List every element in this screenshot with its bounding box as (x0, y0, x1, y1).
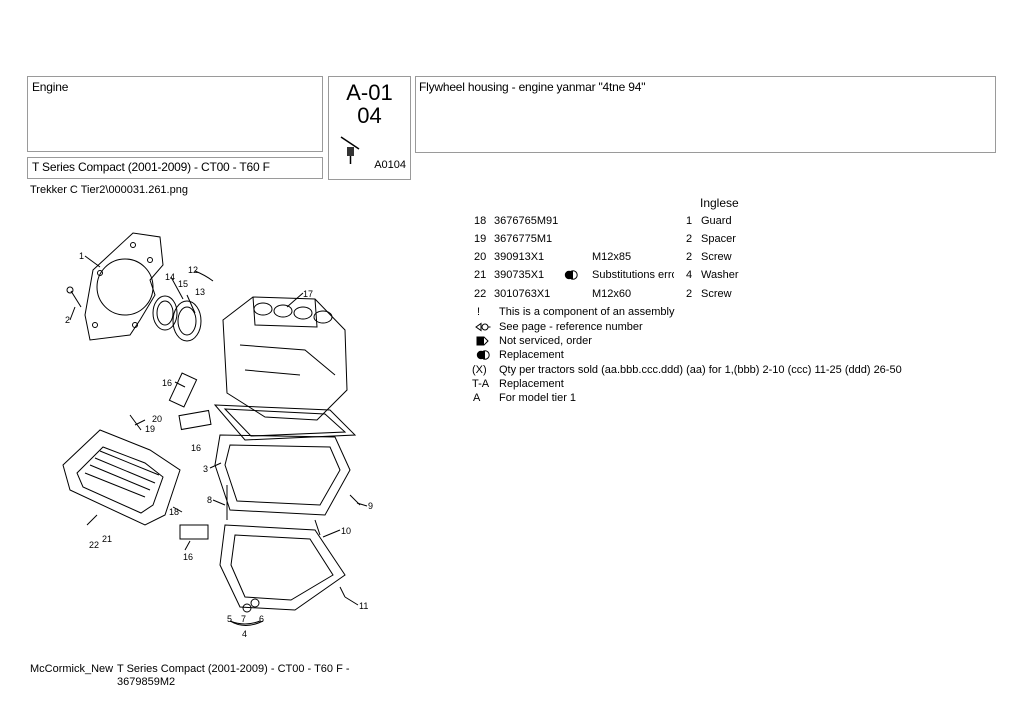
legend-text: Replacement (499, 378, 564, 390)
part-description: Spacer (701, 233, 736, 245)
part-note: Substitutions error (592, 269, 674, 281)
callout-label: 1 (79, 251, 84, 261)
callout-label: 22 (89, 540, 99, 550)
callout-label: 17 (303, 289, 313, 299)
footer-description-line: T Series Compact (2001-2009) - CT00 - T6… (117, 663, 350, 675)
part-number: 3676765M91 (494, 215, 559, 227)
see-page-icon (475, 322, 491, 332)
callout-label: 11 (359, 601, 368, 611)
callout-label: 7 (241, 614, 246, 624)
series-title: T Series Compact (2001-2009) - CT00 - T6… (32, 160, 270, 174)
part-number: 390913X1 (494, 251, 545, 263)
legend-symbol: T-A (472, 378, 490, 390)
part-note: M12x85 (592, 251, 632, 263)
callout-label: 20 (152, 414, 162, 424)
callout-label: 15 (178, 279, 188, 289)
callout-label: 6 (259, 614, 264, 624)
callout-label: 2 (65, 315, 70, 325)
not-serviced-icon (476, 336, 489, 346)
part-description: Screw (701, 251, 732, 263)
engine-block-shape (222, 296, 348, 421)
dipstick-icon (340, 136, 360, 164)
part-description: Screw (701, 288, 732, 300)
part-qty: 1 (686, 215, 693, 227)
part-qty: 4 (686, 269, 693, 281)
exploded-parts-diagram: 1 2 12 14 15 13 17 16 20 19 16 3 8 9 18 … (62, 232, 373, 639)
part-index: 22 (474, 288, 487, 300)
legend-text: Replacement (499, 349, 564, 361)
callout-label: 3 (203, 464, 208, 474)
page-code-box: A-01 04 A0104 (328, 76, 411, 180)
part-number: 3676775M1 (494, 233, 553, 245)
callout-label: 5 (227, 614, 232, 624)
part-index: 20 (474, 251, 487, 263)
language-label: Inglese (700, 196, 739, 210)
replacement-icon (564, 270, 578, 280)
flywheel-housing-shape (84, 232, 164, 341)
callout-label: 19 (145, 424, 155, 434)
page-title: Flywheel housing - engine yanmar "4tne 9… (419, 80, 646, 94)
oil-pan-shape (214, 434, 351, 516)
image-path: Trekker C Tier2\000031.261.png (30, 184, 188, 196)
callout-label: 21 (102, 534, 112, 544)
legend-text: See page - reference number (499, 321, 643, 333)
part-note: M12x60 (592, 288, 632, 300)
part-qty: 2 (686, 251, 693, 263)
legend-text: This is a component of an assembly (499, 306, 675, 318)
part-qty: 2 (686, 233, 693, 245)
callout-label: 18 (169, 507, 179, 517)
callout-label: 16 (191, 443, 201, 453)
callout-label: 16 (162, 378, 172, 388)
part-qty: 2 (686, 288, 693, 300)
legend-symbol: (X) (472, 364, 487, 376)
part-description: Guard (701, 215, 732, 227)
title-box: Flywheel housing - engine yanmar "4tne 9… (415, 76, 996, 153)
footer-brand: McCormick_New (30, 663, 114, 675)
legend-text: For model tier 1 (499, 392, 577, 404)
legend-text: Qty per tractors sold (aa.bbb.ccc.ddd) (… (499, 364, 902, 376)
series-box: T Series Compact (2001-2009) - CT00 - T6… (27, 157, 323, 179)
part-number: 3010763X1 (494, 288, 551, 300)
callout-label: 8 (207, 495, 212, 505)
callout-label: 14 (165, 272, 175, 282)
legend-symbol: ! (477, 306, 481, 318)
page-code-secondary: 04 (357, 103, 382, 128)
footer-description: T Series Compact (2001-2009) - CT00 - T6… (117, 663, 350, 689)
part-index: 19 (474, 233, 487, 245)
part-index: 21 (474, 269, 487, 281)
part-index: 18 (474, 215, 487, 227)
page-code-ref: A0104 (374, 159, 406, 171)
part-number: 390735X1 (494, 269, 545, 281)
replacement-icon (476, 350, 490, 360)
callout-label: 10 (341, 526, 351, 536)
legend-symbol: A (473, 392, 481, 404)
guard-shape (62, 429, 181, 526)
callout-label: 13 (195, 287, 205, 297)
section-title: Engine (32, 80, 69, 94)
callout-label: 16 (183, 552, 193, 562)
page-code-primary: A-01 (346, 80, 393, 105)
part-description: Washer (701, 269, 739, 281)
legend-text: Not serviced, order (499, 335, 592, 347)
footer-description-line: 3679859M2 (117, 676, 176, 688)
callout-label: 9 (368, 501, 373, 511)
section-box: Engine (27, 76, 323, 152)
callout-label: 12 (188, 265, 198, 275)
callout-label: 4 (242, 629, 247, 639)
